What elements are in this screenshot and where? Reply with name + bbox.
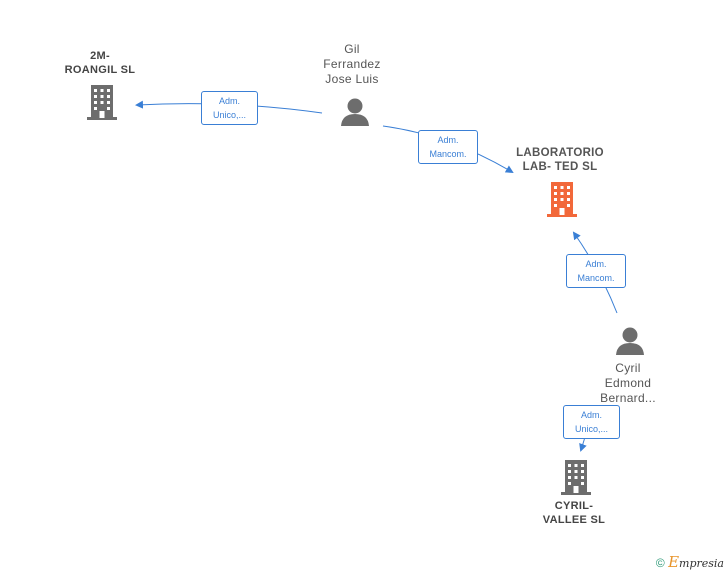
edge-label-line1: Adm. xyxy=(218,96,240,106)
company-laboratorio-line1: LABORATORIO xyxy=(516,147,604,159)
person-cyril-label[interactable]: Cyril Edmond Bernard... xyxy=(578,361,678,406)
edge-label-line1: Adm. xyxy=(580,410,602,420)
person-cyril-line1: Cyril xyxy=(615,361,641,375)
company-laboratorio-label[interactable]: LABORATORIO LAB- TED SL xyxy=(500,146,620,174)
person-icon[interactable] xyxy=(339,97,371,127)
company-2m-roangil-line2: ROANGIL SL xyxy=(64,64,136,76)
company-cyril-vallee-label[interactable]: CYRIL- VALLEE SL xyxy=(524,499,624,527)
building-icon[interactable] xyxy=(559,459,593,495)
edge-label-line1: Adm. xyxy=(437,135,459,145)
empresia-logo: © Empresia xyxy=(656,553,724,571)
edge-label-line2: Unico,... xyxy=(212,110,246,120)
edge-label-cyril-to-lab[interactable]: Adm. Mancom. xyxy=(566,254,626,288)
edge-label-line2: Unico,... xyxy=(574,424,608,434)
company-cyril-vallee-line2: VALLEE SL xyxy=(542,514,606,526)
person-gil-line1: Gil xyxy=(344,42,360,56)
edge-label-line2: Mancom. xyxy=(577,273,615,283)
edge-label-line1: Adm. xyxy=(585,259,607,269)
building-icon-highlighted[interactable] xyxy=(545,181,579,217)
person-cyril-line3: Bernard... xyxy=(600,391,656,405)
company-2m-roangil-label[interactable]: 2M- ROANGIL SL xyxy=(50,49,150,77)
logo-initial: E xyxy=(668,553,680,571)
logo-name: mpresia xyxy=(679,557,724,570)
person-gil-label[interactable]: Gil Ferrandez Jose Luis xyxy=(302,42,402,87)
edge-label-gil-to-lab[interactable]: Adm. Mancom. xyxy=(418,130,478,164)
edge-label-line2: Mancom. xyxy=(429,149,467,159)
person-cyril-line2: Edmond xyxy=(604,376,652,390)
company-laboratorio-line2: LAB- TED SL xyxy=(522,161,598,173)
edge-label-gil-to-2m[interactable]: Adm. Unico,... xyxy=(201,91,258,125)
copyright-symbol: © xyxy=(655,556,665,570)
company-cyril-vallee-line1: CYRIL- xyxy=(554,500,594,512)
building-icon[interactable] xyxy=(85,84,119,120)
company-2m-roangil-line1: 2M- xyxy=(90,50,110,62)
person-gil-line2: Ferrandez xyxy=(323,57,381,71)
person-icon[interactable] xyxy=(614,326,646,356)
person-gil-line3: Jose Luis xyxy=(325,72,379,86)
edge-label-cyril-to-cyrilsl[interactable]: Adm. Unico,... xyxy=(563,405,620,439)
